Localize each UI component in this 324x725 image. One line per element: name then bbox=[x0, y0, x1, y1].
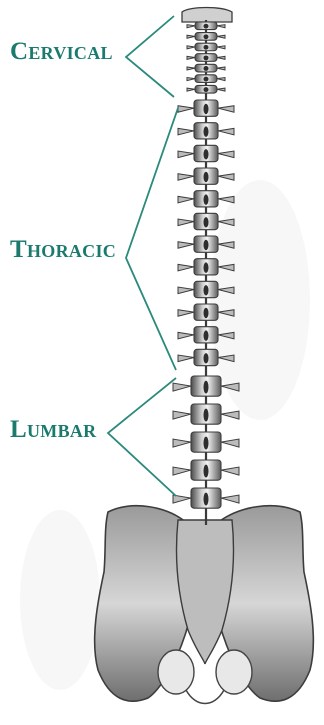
cervical-left-process bbox=[187, 78, 195, 81]
lumbar-spinous-process bbox=[204, 409, 209, 422]
lumbar-left-process bbox=[173, 383, 191, 391]
lumbar-right-process bbox=[221, 411, 239, 419]
thoracic-left-process bbox=[178, 310, 194, 317]
thoracic-left-process bbox=[178, 242, 194, 249]
thoracic-right-process bbox=[218, 196, 234, 203]
lumbar-spinous-process bbox=[204, 465, 209, 478]
atlas bbox=[182, 8, 232, 23]
cervical-right-process bbox=[217, 78, 225, 81]
vertebral-column bbox=[173, 8, 239, 526]
lumbar-right-process bbox=[221, 439, 239, 447]
thoracic-label: Thoracic bbox=[10, 236, 116, 264]
right-hip-socket bbox=[216, 650, 252, 694]
lumbar-left-process bbox=[173, 439, 191, 447]
pelvis bbox=[95, 506, 314, 704]
thoracic-left-process bbox=[178, 151, 194, 158]
cervical-right-process bbox=[217, 25, 225, 28]
lumbar-right-process bbox=[221, 467, 239, 475]
lumbar-bracket bbox=[108, 378, 176, 496]
cervical-spinous-process bbox=[204, 24, 209, 29]
lumbar-right-process bbox=[221, 495, 239, 503]
thoracic-left-process bbox=[178, 332, 194, 339]
thoracic-bracket bbox=[126, 108, 178, 370]
cervical-left-process bbox=[187, 67, 195, 70]
thoracic-spinous-process bbox=[204, 194, 209, 204]
cervical-spinous-process bbox=[204, 66, 209, 71]
thoracic-spinous-process bbox=[204, 172, 209, 182]
cervical-spinous-process bbox=[204, 55, 209, 60]
brackets bbox=[108, 16, 178, 496]
thoracic-spinous-process bbox=[204, 285, 209, 295]
cervical-bracket bbox=[126, 16, 174, 97]
thoracic-left-process bbox=[178, 196, 194, 203]
pubic-region bbox=[186, 690, 224, 704]
thoracic-spinous-process bbox=[204, 126, 209, 136]
cervical-left-process bbox=[187, 35, 195, 38]
lumbar-spinous-process bbox=[204, 437, 209, 450]
thoracic-left-process bbox=[178, 355, 194, 362]
thoracic-left-process bbox=[178, 287, 194, 294]
thoracic-left-process bbox=[178, 106, 194, 113]
cervical-spinous-process bbox=[204, 45, 209, 50]
thoracic-spinous-process bbox=[204, 330, 209, 340]
cervical-left-process bbox=[187, 25, 195, 28]
lumbar-label: Lumbar bbox=[10, 416, 96, 444]
cervical-right-process bbox=[217, 67, 225, 70]
lumbar-spinous-process bbox=[204, 381, 209, 394]
thoracic-right-process bbox=[218, 174, 234, 181]
thoracic-right-process bbox=[218, 151, 234, 158]
left-hip-socket bbox=[158, 650, 194, 694]
thoracic-left-process bbox=[178, 219, 194, 226]
cervical-spinous-process bbox=[204, 77, 209, 82]
cervical-spinous-process bbox=[204, 34, 209, 39]
cervical-left-process bbox=[187, 56, 195, 59]
lumbar-spinous-process bbox=[204, 493, 209, 506]
thoracic-spinous-process bbox=[204, 217, 209, 227]
thoracic-left-process bbox=[178, 128, 194, 135]
thoracic-left-process bbox=[178, 174, 194, 181]
cervical-label: Cervical bbox=[10, 38, 113, 66]
thoracic-spinous-process bbox=[204, 308, 209, 318]
cervical-right-process bbox=[217, 56, 225, 59]
thoracic-right-process bbox=[218, 128, 234, 135]
cervical-left-process bbox=[187, 46, 195, 49]
cervical-right-process bbox=[217, 46, 225, 49]
thoracic-spinous-process bbox=[204, 149, 209, 159]
lumbar-left-process bbox=[173, 467, 191, 475]
cervical-left-process bbox=[187, 88, 195, 91]
cervical-spinous-process bbox=[204, 87, 209, 92]
thoracic-spinous-process bbox=[204, 262, 209, 272]
thoracic-spinous-process bbox=[204, 353, 209, 363]
thoracic-spinous-process bbox=[204, 240, 209, 250]
lumbar-left-process bbox=[173, 411, 191, 419]
cervical-right-process bbox=[217, 35, 225, 38]
thoracic-left-process bbox=[178, 264, 194, 271]
thoracic-right-process bbox=[218, 106, 234, 113]
cervical-right-process bbox=[217, 88, 225, 91]
thoracic-spinous-process bbox=[204, 104, 209, 114]
